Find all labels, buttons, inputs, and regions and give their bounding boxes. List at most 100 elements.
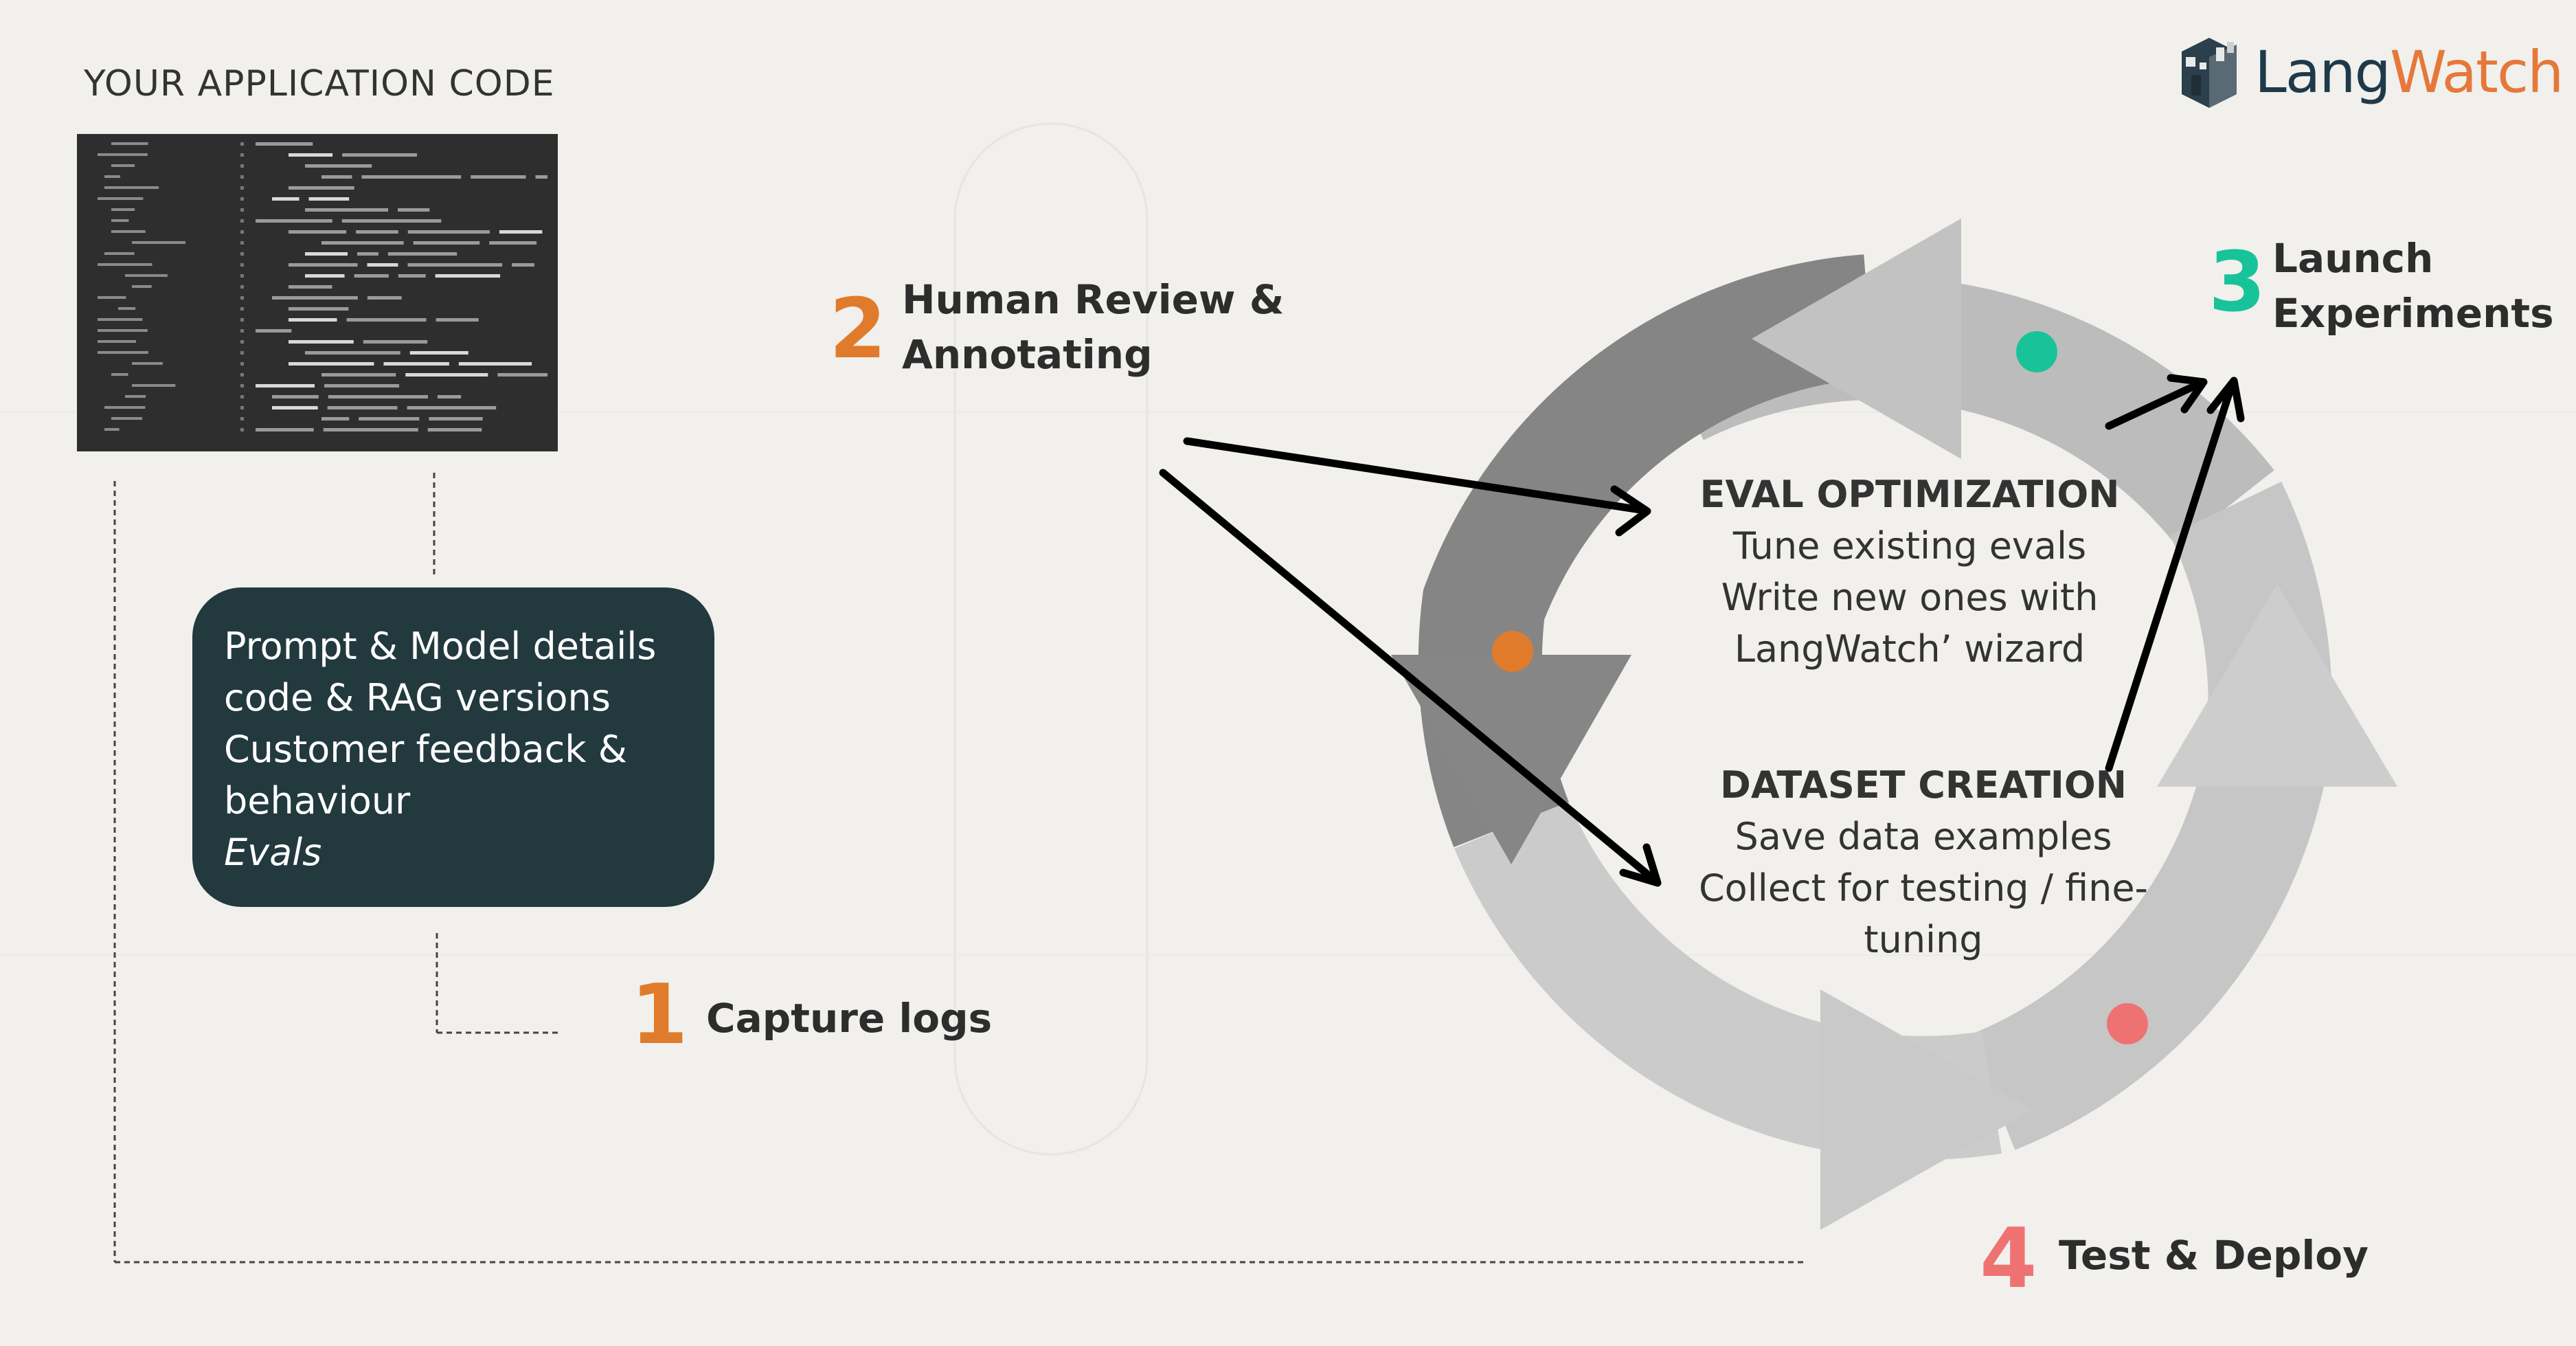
code-line [132,384,176,387]
code-line [256,329,292,333]
code-gutter-mark [240,186,244,190]
code-line [354,274,389,278]
info-line: code & RAG versions [224,676,611,719]
code-line [497,373,547,377]
code-line [111,417,143,420]
code-gutter-mark [240,428,244,431]
code-line [272,395,319,399]
code-gutter-mark [240,230,244,234]
arrowhead-review-to-eval [1610,485,1651,537]
code-line [342,153,418,157]
code-lines [98,142,547,431]
arrowhead-review-to-dataset [1619,843,1662,887]
code-line [359,417,420,420]
code-gutter-mark [240,406,244,410]
cycle-arrowhead-bottom [1820,989,2033,1230]
code-line [132,362,163,365]
code-line [305,274,345,278]
langwatch-logo-text: LangWatch [2255,38,2564,106]
code-line [367,263,398,267]
code-line [436,318,479,322]
code-line [98,153,148,156]
code-gutter-mark [240,307,244,311]
code-gutter-mark [240,252,244,256]
code-line [289,340,354,344]
code-line [321,373,396,377]
info-line: Prompt & Model details [224,625,657,668]
code-line [111,219,129,222]
code-line [256,384,315,388]
step-2-label-line: Human Review & [902,276,1285,323]
code-gutter-mark [240,219,244,223]
code-line [398,208,430,212]
step-3-label-line: Launch [2272,235,2434,282]
code-line [308,197,350,201]
code-line [346,318,427,322]
code-line [321,175,352,179]
code-line [272,296,358,300]
code-line [98,296,126,299]
code-gutter-mark [240,153,244,157]
langwatch-castle-icon [2182,38,2237,108]
info-line: behaviour [224,779,411,822]
step-4-label: Test & Deploy [2059,1232,2369,1279]
code-line [125,274,168,277]
captured-details-box: Prompt & Model details code & RAG versio… [192,587,714,907]
code-line [361,175,462,179]
dataset-creation-block: DATASET CREATION Save data examples Coll… [1662,759,2184,965]
step-3-label: Launch Experiments [2272,231,2554,341]
code-line [98,351,148,354]
code-gutter-mark [240,241,244,245]
arrowhead-eval-to-launch [2167,374,2208,414]
code-line [405,373,488,377]
code-line [363,340,428,344]
bg-decoration [953,122,1149,1156]
code-line [409,351,468,355]
eval-optimization-line: Tune existing evals [1732,524,2087,568]
dataset-creation-line: Save data examples [1735,815,2112,858]
code-line [272,197,300,201]
code-line [321,241,404,245]
code-line [407,230,490,234]
cycle-arrowhead-top [1752,218,1961,459]
code-line [327,406,398,410]
code-line [321,417,350,420]
code-line [289,307,349,311]
code-line [111,164,135,167]
arrow-dataset-to-launch [2105,379,2237,772]
step-2-label-line: Annotating [902,331,1153,378]
step-1-label: Capture logs [706,995,993,1042]
code-line [98,340,137,343]
code-gutter-mark [240,285,244,289]
code-gutter-mark [240,208,244,212]
code-gutter-mark [240,142,244,146]
code-line [98,329,148,332]
code-line [289,285,332,289]
code-gutter-mark [240,340,244,344]
code-line [104,175,121,178]
code-line [499,230,543,234]
code-screenshot [77,134,558,451]
logo-text-watch: Watch [2389,38,2564,106]
arrowhead-dataset-to-launch [2206,377,2245,423]
code-line [111,208,135,211]
code-line [98,263,152,266]
logo-text-lang: Lang [2255,38,2391,106]
code-line [272,406,318,410]
code-line [471,175,526,179]
code-line [305,351,400,355]
code-line [98,197,144,200]
step-1-number: 1 [631,967,688,1063]
step-3-number: 3 [2208,235,2266,330]
code-line [324,384,400,388]
launch-dot [2016,331,2057,372]
code-line [387,252,457,256]
code-line [407,406,497,410]
eval-optimization-line: LangWatch’ wizard [1734,627,2086,671]
arrow-review-to-dataset [1159,469,1660,885]
arrow-eval-to-launch [2105,379,2206,430]
code-line [118,307,136,310]
step-3-label-line: Experiments [2272,290,2554,337]
code-line [289,230,347,234]
